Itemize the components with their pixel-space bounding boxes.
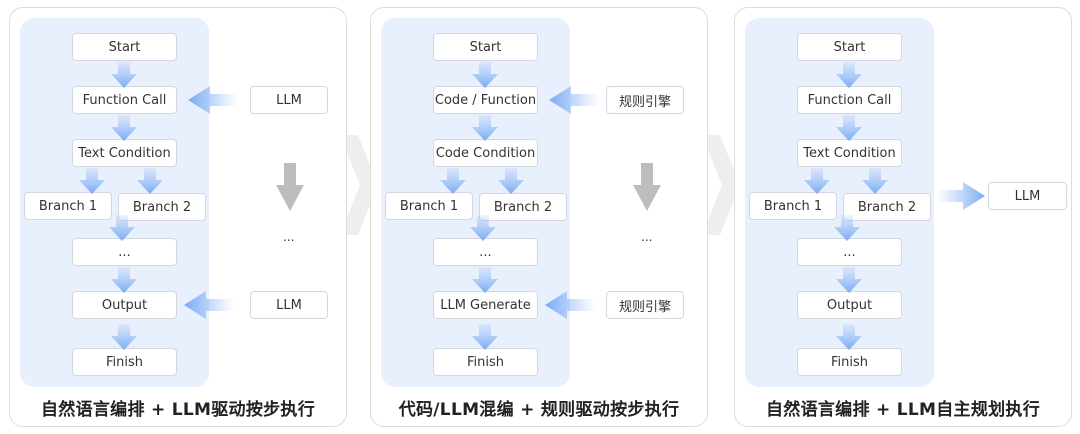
driver-ellipsis: ...: [641, 230, 653, 244]
node-output: Output: [72, 291, 177, 319]
flow-arrow-down-icon: [472, 115, 498, 141]
flow-arrow-down-icon: [472, 62, 498, 88]
node-code-function: Code / Function: [433, 86, 538, 114]
panel-llm-autonomous-planning: Start Function Call Text Condition Branc…: [734, 7, 1072, 427]
flow-arrow-down-icon: [137, 168, 163, 194]
flow-arrow-down-icon: [109, 215, 135, 241]
node-start: Start: [433, 33, 538, 61]
node-branch-2: Branch 2: [479, 193, 567, 221]
node-start: Start: [72, 33, 177, 61]
node-branch-1: Branch 1: [385, 192, 473, 220]
node-ellipsis: ...: [797, 238, 902, 266]
flow-arrow-down-icon: [111, 62, 137, 88]
node-branch-2: Branch 2: [843, 193, 931, 221]
node-condition: Text Condition: [72, 139, 177, 167]
node-ellipsis: ...: [433, 238, 538, 266]
flow-arrow-down-icon: [79, 168, 105, 194]
panel-caption: 自然语言编排 + LLM自主规划执行: [765, 400, 1041, 420]
flow-arrow-down-icon: [836, 267, 862, 293]
flow-arrow-down-icon: [440, 168, 466, 194]
node-function-call: Function Call: [797, 86, 902, 114]
flow-arrow-down-icon: [836, 62, 862, 88]
arrow-left-icon: [545, 291, 595, 319]
panel-llm-step-driven: Start Function Call Text Condition Branc…: [9, 7, 347, 427]
arrow-left-icon: [549, 86, 599, 114]
flow-arrow-down-icon: [470, 215, 496, 241]
panel-caption: 自然语言编排 + LLM驱动按步执行: [40, 400, 316, 420]
driver-llm-bottom: LLM: [250, 291, 328, 319]
node-condition: Text Condition: [797, 139, 902, 167]
arrow-left-icon: [188, 86, 238, 114]
flow-arrow-down-icon: [111, 324, 137, 350]
node-finish: Finish: [797, 348, 902, 376]
driver-rule-engine-top: 规则引擎: [606, 86, 684, 114]
driver-ellipsis: ...: [283, 230, 295, 244]
flow-arrow-down-icon: [862, 168, 888, 194]
arrow-right-icon: [937, 182, 985, 210]
flow-arrow-down-icon: [804, 168, 830, 194]
flow-arrow-down-icon: [836, 324, 862, 350]
flow-arrow-down-icon: [498, 168, 524, 194]
flow-arrow-down-icon: [834, 215, 860, 241]
node-condition: Code Condition: [433, 139, 538, 167]
panel-caption: 代码/LLM混编 + 规则驱动按步执行: [398, 400, 680, 420]
node-branch-1: Branch 1: [749, 192, 837, 220]
flow-arrow-down-icon: [111, 115, 137, 141]
flow-arrow-down-icon: [111, 267, 137, 293]
planner-llm: LLM: [988, 182, 1067, 210]
node-branch-1: Branch 1: [24, 192, 112, 220]
chevron-right-icon: [702, 135, 740, 235]
node-llm-generate: LLM Generate: [433, 291, 538, 319]
flow-arrow-down-icon: [472, 267, 498, 293]
node-branch-2: Branch 2: [118, 193, 206, 221]
node-function-call: Function Call: [72, 86, 177, 114]
arrow-down-gray-icon: [276, 163, 304, 211]
node-finish: Finish: [72, 348, 177, 376]
flow-arrow-down-icon: [836, 115, 862, 141]
arrow-down-gray-icon: [633, 163, 661, 211]
node-finish: Finish: [433, 348, 538, 376]
node-start: Start: [797, 33, 902, 61]
panel-rule-step-driven: Start Code / Function Code Condition Bra…: [370, 7, 708, 427]
flow-arrow-down-icon: [472, 324, 498, 350]
arrow-left-icon: [184, 291, 234, 319]
node-ellipsis: ...: [72, 238, 177, 266]
driver-llm-top: LLM: [250, 86, 328, 114]
driver-rule-engine-bottom: 规则引擎: [606, 291, 684, 319]
node-output: Output: [797, 291, 902, 319]
